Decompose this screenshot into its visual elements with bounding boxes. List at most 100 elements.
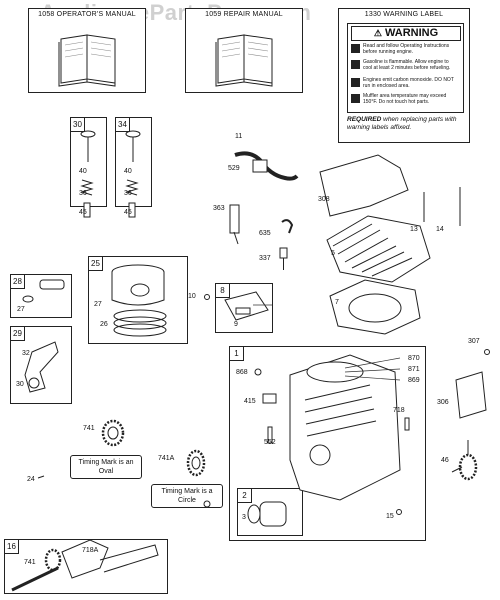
repair-manual-title: 1059 REPAIR MANUAL xyxy=(205,11,283,18)
part-number: 871 xyxy=(408,366,420,373)
timing-mark-circle-drawing xyxy=(203,500,211,508)
cylinder-block-drawing xyxy=(289,354,401,501)
hot-surface-icon xyxy=(351,94,360,103)
part-number: 870 xyxy=(408,355,420,362)
cylinder-head-drawing xyxy=(326,215,431,283)
warning-triangle-icon: ⚠ xyxy=(373,28,382,38)
governor-link-drawing xyxy=(229,204,240,234)
part-number: 36 xyxy=(79,190,87,197)
shield-bracket-drawing xyxy=(455,371,487,419)
part-number: 45 xyxy=(124,209,132,216)
valve-spring-drawing xyxy=(80,179,94,196)
part-number: 46 xyxy=(441,457,449,464)
part-number: 741A xyxy=(158,455,175,462)
gasket-drawing xyxy=(224,291,269,321)
part-number: 308 xyxy=(318,196,330,203)
required-note: REQUIRED when replacing parts with warni… xyxy=(347,116,465,132)
part-number: 32 xyxy=(22,350,30,357)
part-number: 45 xyxy=(79,209,87,216)
elbow-drawing xyxy=(281,219,294,234)
part-number: 868 xyxy=(236,369,248,376)
screw-drawing xyxy=(484,349,490,355)
part-number: 415 xyxy=(244,398,256,405)
connecting-rod-drawing xyxy=(24,341,59,393)
breather-drawing xyxy=(252,159,268,173)
group-tag: 1 xyxy=(230,347,244,361)
part-number: 10 xyxy=(188,293,196,300)
breather-tube-drawing xyxy=(234,151,299,181)
warning-header-text: WARNING xyxy=(384,27,439,39)
group-tag: 29 xyxy=(11,327,25,341)
part-number: 337 xyxy=(259,255,271,262)
warning-label-box: 1330 WARNING LABEL ⚠ WARNING Read and fo… xyxy=(338,8,470,143)
bracket-drawing xyxy=(262,393,277,404)
warning-label-title: 1330 WARNING LABEL xyxy=(364,11,444,18)
part-number: 24 xyxy=(27,476,35,483)
part-number: 27 xyxy=(94,301,102,308)
pin-drawing xyxy=(37,475,45,479)
part-number: 11 xyxy=(235,133,242,140)
head-shield-drawing xyxy=(319,154,409,217)
group-tag: 30 xyxy=(71,118,85,132)
part-number: 5 xyxy=(331,250,335,257)
dowel-drawing xyxy=(267,426,273,444)
group-tag: 34 xyxy=(116,118,130,132)
part-number: 13 xyxy=(410,226,418,233)
part-number: 869 xyxy=(408,377,420,384)
book-icon xyxy=(58,34,116,87)
piston-ring-drawing xyxy=(113,316,167,330)
crankshaft-drawing xyxy=(11,539,159,592)
operators-manual-title: 1058 OPERATOR'S MANUAL xyxy=(38,11,136,18)
screw-drawing xyxy=(396,509,402,515)
part-number: 26 xyxy=(100,321,108,328)
intake-valve-drawing xyxy=(80,130,96,162)
plug-drawing xyxy=(254,368,262,376)
part-number: 27 xyxy=(17,306,25,313)
fumes-icon xyxy=(351,78,360,87)
fire-icon xyxy=(351,60,360,69)
repair-manual-box: 1059 REPAIR MANUAL xyxy=(185,8,303,93)
part-number: 529 xyxy=(228,165,240,172)
required-text: when replacing parts with warning labels… xyxy=(347,116,457,131)
warning-sticker: ⚠ WARNING Read and follow Operating Inst… xyxy=(347,23,464,113)
required-bold: REQUIRED xyxy=(347,116,382,123)
piston-pin-drawing xyxy=(22,279,65,303)
cam-gear-drawing xyxy=(101,419,125,447)
warning-line-1: Read and follow Operating Instructions b… xyxy=(363,43,450,55)
group-tag: 25 xyxy=(89,257,103,271)
part-number: 40 xyxy=(79,168,87,175)
timing-mark-oval-callout: Timing Mark is an Oval xyxy=(70,455,142,479)
tappet-drawing xyxy=(83,202,91,218)
part-number: 718A xyxy=(82,547,99,554)
cam-gear-drawing xyxy=(186,449,206,477)
part-number: 363 xyxy=(213,205,225,212)
piston-ring-drawing xyxy=(113,323,167,337)
timing-mark-circle-callout: Timing Mark is a Circle xyxy=(151,484,223,508)
warning-line-2: Gasoline is flammable. Allow engine to c… xyxy=(363,59,451,71)
group-tag: 2 xyxy=(238,489,252,503)
tappet-drawing xyxy=(128,202,136,218)
governor-gear-drawing xyxy=(451,440,478,481)
warning-line-4: Muffler area temperature may exceed 150°… xyxy=(363,93,447,105)
warning-header: ⚠ WARNING xyxy=(351,26,461,41)
part-number: 552 xyxy=(264,439,276,446)
piston-drawing xyxy=(111,264,165,306)
part-number: 9 xyxy=(234,321,238,328)
group-tag: 16 xyxy=(5,540,19,554)
operators-manual-box: 1058 OPERATOR'S MANUAL xyxy=(28,8,146,93)
valve-spring-drawing xyxy=(125,179,139,196)
part-number: 14 xyxy=(436,226,444,233)
exhaust-valve-drawing xyxy=(125,130,141,162)
warning-line-3: Engines emit carbon monoxide. DO NOT run… xyxy=(363,77,454,89)
part-number: 30 xyxy=(16,381,24,388)
read-manual-icon xyxy=(351,44,360,53)
part-number: 718 xyxy=(393,407,405,414)
spark-plug-drawing xyxy=(279,247,288,270)
part-number: 635 xyxy=(259,230,271,237)
part-number: 306 xyxy=(437,399,449,406)
group-tag: 28 xyxy=(11,275,25,289)
part-number: 36 xyxy=(124,190,132,197)
dowel-drawing xyxy=(404,417,410,431)
